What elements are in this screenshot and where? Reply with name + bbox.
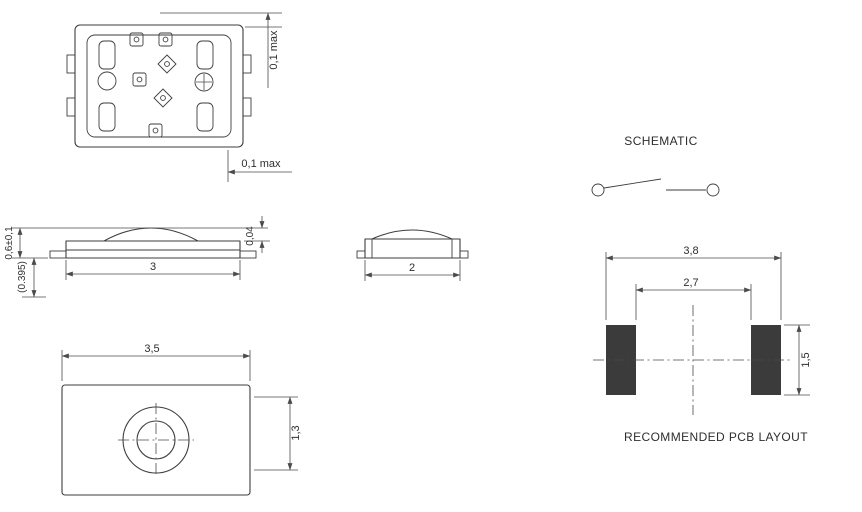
terminal-tab [242, 54, 252, 74]
terminal-tab [66, 54, 76, 74]
top-outline [61, 384, 251, 496]
dim-pcb-inner-span: 2,7 [683, 277, 698, 289]
terminal-lead [239, 250, 257, 259]
hole [162, 36, 169, 43]
switch-terminal-right [706, 183, 720, 197]
body-outline [74, 24, 244, 148]
contact-pad [98, 102, 116, 132]
extension-lines [605, 252, 782, 320]
square-feature [158, 32, 173, 47]
round-feature [194, 72, 214, 92]
square-feature [129, 32, 144, 47]
dim-body-length: 3 [150, 261, 156, 273]
dim-coplanarity-top: 0,1 max [268, 30, 280, 70]
hole [136, 76, 143, 83]
hole [133, 36, 140, 43]
actuator-dome [371, 229, 453, 240]
dim-pcb-outer-span: 3,8 [683, 245, 698, 257]
end-side-view: 2 [356, 229, 469, 281]
switch-lever [603, 178, 662, 189]
inner-outline [86, 34, 232, 138]
contact-pad [196, 102, 214, 132]
body-edges [371, 239, 453, 258]
terminal-lead [49, 250, 67, 259]
extension-lines [364, 260, 461, 281]
dim-pcb-pad-width: 1,5 [800, 352, 812, 367]
dim-body-width: 2 [409, 262, 415, 274]
crosshair [196, 74, 212, 90]
hole [152, 127, 159, 134]
dim-ref-height: (0.395) [17, 261, 28, 293]
front-side-view: 3 0,6±0,1 (0.395) 0,04 [4, 216, 270, 298]
extension-lines [160, 12, 282, 28]
bottom-view: 0,1 max 0,1 max [66, 12, 292, 182]
square-feature [132, 72, 147, 87]
schematic: SCHEMATIC [591, 134, 720, 197]
pcb-layout: 3,8 2,7 1,5 RECOMMENDED PCB LAYOUT [593, 245, 812, 444]
dim-total-height: 0,6±0,1 [4, 226, 15, 260]
terminal-tab [242, 97, 252, 117]
dim-outline-width: 1,3 [290, 425, 302, 440]
pcb-layout-title: RECOMMENDED PCB LAYOUT [624, 430, 808, 444]
terminal-foot [459, 250, 469, 259]
hole [160, 95, 166, 101]
top-view: 3,5 1,3 [61, 343, 302, 496]
dim-standoff-bottom: 0,1 max [241, 158, 281, 170]
contact-pad [196, 40, 214, 70]
schematic-title: SCHEMATIC [624, 134, 697, 148]
extension-lines [65, 260, 241, 280]
actuator-dome [103, 227, 199, 242]
terminal-foot [356, 250, 366, 259]
diamond-feature [157, 54, 177, 74]
extension-lines [635, 284, 752, 320]
hole [164, 61, 170, 67]
diamond-feature [153, 88, 173, 108]
dim-outline-length: 3,5 [144, 343, 159, 355]
switch-terminal-left [591, 183, 605, 197]
body-side [65, 240, 241, 259]
square-feature [148, 123, 163, 138]
body-end [364, 238, 461, 259]
round-feature [97, 71, 117, 91]
dim-dome-height: 0,04 [245, 226, 256, 246]
contact-pad [98, 40, 116, 70]
terminal-tab [66, 97, 76, 117]
